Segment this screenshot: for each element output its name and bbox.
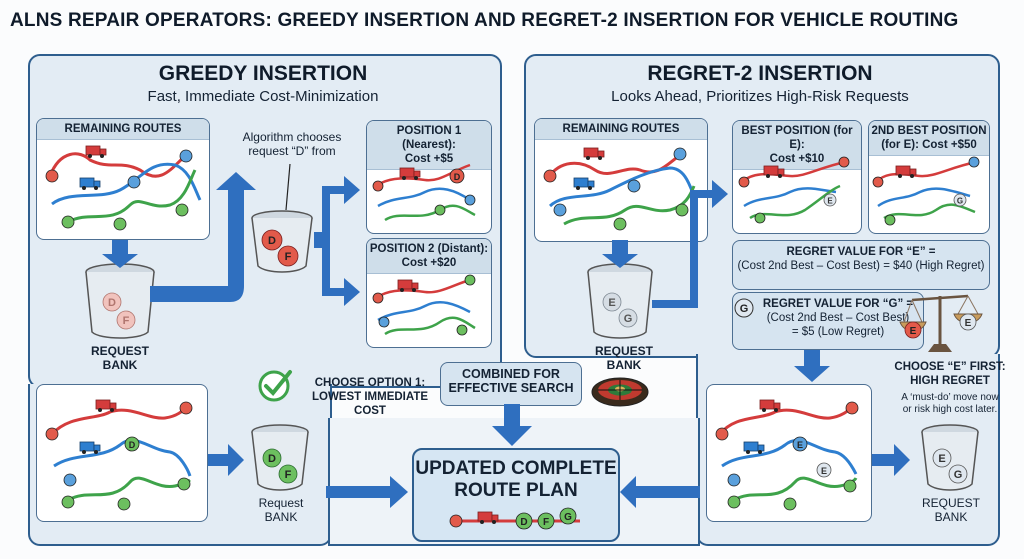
- regret-g-badge-letter: G: [740, 303, 749, 315]
- regret-result-node-e-pending: E: [821, 466, 827, 476]
- greedy-remaining-routes-map: [45, 145, 202, 231]
- greedy-choose-option-label: CHOOSE OPTION 1:LOWEST IMMEDIATE COST: [311, 377, 429, 417]
- regret-choose-e-label: CHOOSE “E” FIRST:HIGH REGRET: [894, 361, 1006, 387]
- position1-node-d: D: [454, 172, 461, 182]
- card-header: REMAINING ROUTES: [37, 119, 209, 140]
- arrow-to-position2: [314, 240, 360, 306]
- regret-heading: REGRET-2 INSERTION: [647, 62, 873, 85]
- arrow-greedy-result-to-bank: [208, 444, 244, 476]
- final-node-d: D: [520, 517, 527, 528]
- second-best-cost: (for E): Cost +$50: [881, 139, 977, 151]
- final-node-f: F: [543, 517, 549, 528]
- greedy-subheading: Fast, Immediate Cost-Minimization: [147, 88, 379, 105]
- position1-label: POSITION 1 (Nearest):: [396, 125, 462, 151]
- final-title-line1: UPDATED COMPLETE: [415, 458, 617, 479]
- algorithm-pointer-line: [285, 163, 291, 211]
- greedy-algorithm-bucket: D F: [251, 210, 313, 273]
- regret-bank2-letter-e: E: [938, 453, 945, 465]
- regret-bank2-letter-g: G: [954, 469, 963, 481]
- final-node-g: G: [564, 512, 572, 523]
- regret-value-e-box: REGRET VALUE FOR “E” = (Cost 2nd Best – …: [732, 240, 990, 290]
- regret-subheading: Looks Ahead, Prioritizes High-Risk Reque…: [611, 88, 909, 105]
- arrow-combined-to-final: [492, 404, 532, 446]
- flow-arrows: [102, 172, 910, 508]
- algorithm-bucket-letter-f: F: [285, 251, 292, 263]
- best-position-cost: Cost +$10: [769, 153, 825, 165]
- regret-request-bank2-bucket: E G: [921, 424, 979, 491]
- final-route-strip: D F G: [449, 507, 580, 530]
- regret-g-line2: (Cost 2nd Best – Cost Best): [766, 312, 910, 324]
- roulette-wheel-icon: [591, 377, 649, 407]
- algorithm-bucket-letter-d: D: [268, 235, 276, 247]
- regret-request-bank-bucket: E G: [587, 263, 653, 339]
- greedy-request-bank-bucket: D F: [85, 263, 155, 339]
- position2-label: POSITION 2 (Distant):: [369, 243, 489, 255]
- greedy-result-node-d: D: [129, 440, 136, 450]
- regret-g-badge: G: [734, 298, 754, 318]
- arrow-regret-down: [794, 350, 830, 382]
- page-title: ALNS REPAIR OPERATORS: GREEDY INSERTION …: [10, 10, 959, 31]
- scale-letter-e-heavy: E: [910, 326, 917, 337]
- final-title-line2: ROUTE PLAN: [454, 480, 578, 501]
- algorithm-note: Algorithm chooses request “D” from: [242, 130, 342, 158]
- second-best-node-g: G: [957, 197, 963, 206]
- regret-e-line1: REGRET VALUE FOR “E” =: [786, 246, 936, 258]
- greedy-request-bank2-bucket: D F: [251, 424, 309, 491]
- bucket-letter-f: F: [123, 315, 130, 327]
- arrow-greedy-to-final: [326, 476, 408, 508]
- updated-route-plan-box: UPDATED COMPLETE ROUTE PLAN: [412, 448, 620, 542]
- bank2-letter-f: F: [285, 469, 292, 481]
- combined-search-box: COMBINED FOR EFFECTIVE SEARCH: [440, 362, 582, 406]
- checkmark-icon: [258, 370, 292, 402]
- best-position-node-e: E: [827, 197, 833, 206]
- regret-second-best-map: G: [872, 156, 980, 226]
- arrow-to-position1: [314, 176, 360, 240]
- regret-result-routes-map: E E: [715, 399, 859, 511]
- greedy-position1-map: D: [372, 163, 476, 222]
- arrow-regret-result-to-bank: [872, 444, 910, 476]
- regret-remaining-routes-map: [543, 147, 696, 231]
- arrow-bank-to-algorithm: [150, 172, 256, 302]
- regret-e-line2: (Cost 2nd Best – Cost Best) = $40 (High …: [737, 260, 985, 272]
- position2-cost: Cost +$20: [401, 257, 457, 269]
- card-header: REMAINING ROUTES: [535, 119, 707, 140]
- greedy-result-routes-map: D: [45, 399, 193, 511]
- regret-result-node-e: E: [797, 440, 803, 450]
- regret-bucket-letter-g: G: [624, 313, 633, 325]
- arrow-routes-to-bank-left: [102, 240, 138, 268]
- combined-line2: EFFECTIVE SEARCH: [448, 381, 574, 395]
- second-best-label: 2ND BEST POSITION: [871, 125, 987, 137]
- bank2-letter-d: D: [268, 453, 276, 465]
- regret-g-line3: = $5 (Low Regret): [791, 326, 885, 338]
- regret-g-line1: REGRET VALUE FOR “G” =: [762, 298, 914, 310]
- balance-scale-icon: E E: [899, 294, 983, 352]
- regret-value-g-box: REGRET VALUE FOR “G” = (Cost 2nd Best – …: [732, 292, 924, 350]
- position1-cost: Cost +$5: [404, 153, 454, 165]
- scale-letter-e-light: E: [965, 318, 972, 329]
- combined-line1: COMBINED FOR: [462, 367, 560, 381]
- bucket-letter-d: D: [108, 297, 116, 309]
- arrow-bank-to-best: [652, 180, 728, 308]
- best-position-label: BEST POSITION (for E):: [741, 125, 853, 151]
- greedy-position2-map: [372, 274, 476, 336]
- regret-best-position-map: E: [738, 156, 850, 224]
- arrow-regret-to-final: [620, 476, 700, 508]
- arrow-routes-to-bank-right: [602, 240, 638, 268]
- regret-bucket-letter-e: E: [608, 297, 615, 309]
- greedy-heading: GREEDY INSERTION: [158, 62, 368, 85]
